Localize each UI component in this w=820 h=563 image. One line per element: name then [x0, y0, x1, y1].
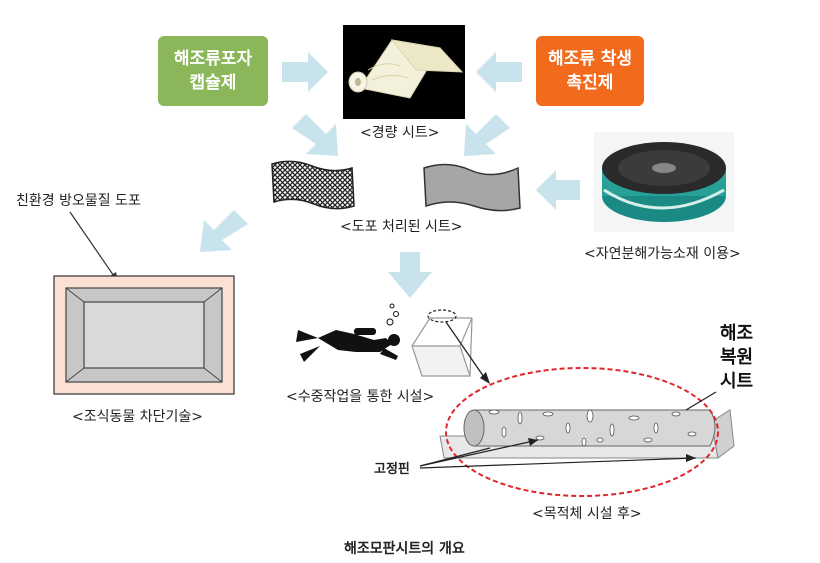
capsule-box-line2: 캡슐제 [189, 73, 237, 93]
arrow-spool-to-gray [536, 170, 580, 210]
installation-frame [411, 309, 473, 377]
pin-pointers [419, 439, 697, 469]
coating-label: 친환경 방오물질 도포 [16, 193, 141, 209]
zoom-pointer [445, 321, 487, 381]
light-sheet-caption: <경량 시트> [360, 125, 440, 141]
restore-label-line1: 해조 [720, 323, 754, 344]
arrow-sheet-to-gray [464, 114, 510, 156]
pin-label: 고정핀 [374, 462, 410, 477]
promoter-box-line1: 해조류 착생 [547, 49, 633, 69]
promoter-box-line2: 촉진제 [566, 73, 614, 93]
arrow-down-to-install [388, 252, 432, 298]
light-sheet-photo [343, 25, 465, 119]
arrow-capsule-to-sheet [282, 52, 328, 92]
arrow-promoter-to-sheet [476, 52, 522, 92]
underwater-caption: <수중작업을 통한 시설> [286, 389, 435, 405]
restore-pointer [685, 391, 717, 411]
arrow-to-blocking [200, 210, 248, 252]
capsule-box-line1: 해조류포자 [173, 49, 253, 69]
blocking-caption: <조식동물 차단기술> [72, 409, 203, 425]
mesh-coated-sheet [271, 160, 355, 210]
restore-label-line3: 시트 [720, 371, 754, 392]
blocking-frame [53, 275, 235, 395]
after-caption: <목적체 시설 후> [532, 506, 642, 522]
capsule-box: 해조류포자 캡슐제 [158, 36, 268, 106]
arrow-sheet-to-mesh [292, 114, 338, 156]
diver-figure [296, 303, 400, 362]
figure-title: 해조모판시트의 개요 [344, 541, 465, 557]
restored-structure [439, 367, 735, 497]
gray-coated-sheet [423, 163, 521, 212]
restore-label: 해조 복원 시트 [720, 322, 753, 394]
promoter-box: 해조류 착생 촉진제 [536, 36, 644, 106]
after-ellipse [445, 367, 719, 497]
flow-arrows [200, 52, 580, 298]
biodegradable-caption: <자연분해가능소재 이용> [584, 246, 741, 262]
coating-pointer [69, 211, 119, 283]
restore-label-line2: 복원 [720, 347, 754, 368]
filament-spool-photo [594, 132, 734, 232]
coated-sheet-caption: <도포 처리된 시트> [340, 219, 463, 235]
